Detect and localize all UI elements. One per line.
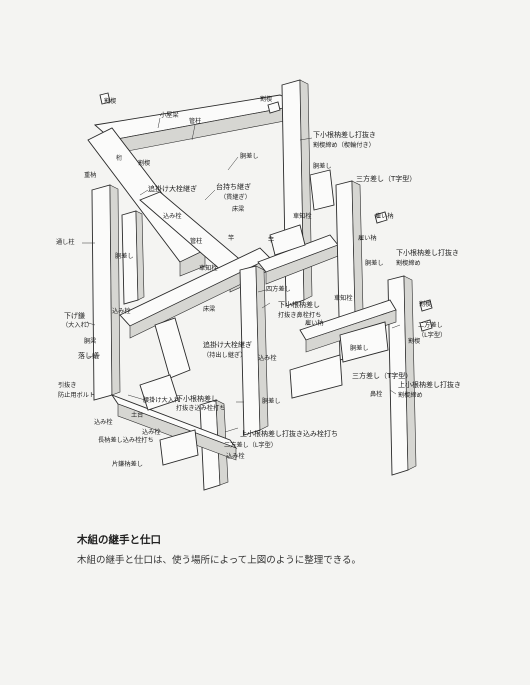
label-peg-6: 込み栓 <box>226 452 245 460</box>
label-stud-1: 管柱 <box>189 117 201 125</box>
label-wedge-4: 割楔 <box>419 300 431 308</box>
label-lower-tenon-3: 下小根枘差し <box>278 300 320 309</box>
label-peg-4: 込み栓 <box>94 418 113 426</box>
label-hanasen: 打抜き鼻栓打ち <box>278 311 321 319</box>
label-girth-6: 胴差し <box>262 397 281 405</box>
label-girth-5: 胴差し <box>350 344 369 352</box>
label-stud-2: 管柱 <box>190 237 202 245</box>
label-roof-beam: 小屋梁 <box>160 111 179 119</box>
caption: 木組の継手と仕口 木組の継手と仕口は、使う場所によって上図のように整理できる。 <box>77 532 497 566</box>
label-shachi-3: 車知栓 <box>334 294 353 302</box>
label-three-way-2: 三方差し（T字型） <box>352 371 412 380</box>
label-nose-peg: 鼻栓 <box>370 390 382 398</box>
label-yatoi-3: 雇い枘 <box>305 319 324 327</box>
joinery-diagram: 割楔 小屋梁 割楔 管柱 下小根枘差し打抜き 割楔締め（楔輪付き） 桁 割楔 胴… <box>56 79 461 491</box>
label-wedge-ring: 割楔締め（楔輪付き） <box>313 141 375 149</box>
label-floor-beam-2: 床梁 <box>203 305 215 313</box>
label-upper-tenon-2: 上小根枘差し打抜き込み栓打ち <box>240 429 338 438</box>
label-otoshiari: 落し蟻 <box>78 351 99 360</box>
label-oikake-2: 追掛け大栓継ぎ <box>203 340 252 349</box>
label-girth-2: 胴差し <box>313 162 332 170</box>
label-koshikake: 腰掛け大入れ <box>143 396 181 404</box>
label-double-tenon: 重枘 <box>84 171 96 179</box>
label-l-shape-1: （L字型） <box>418 331 446 339</box>
label-lower-tenon-2: 下小根枘差し打抜き <box>396 248 459 257</box>
label-ooire: （大入れ） <box>62 321 93 329</box>
caption-body: 木組の継手と仕口は、使う場所によって上図のように整理できる。 <box>77 555 362 566</box>
leader-lines <box>82 117 401 433</box>
label-two-way-2: 二方差し（L字型） <box>224 441 277 449</box>
label-daimochi: 台持ち継ぎ <box>216 182 251 191</box>
label-sagekama: 下げ鎌 <box>64 311 85 320</box>
label-sao-2: 竿 <box>268 236 274 244</box>
label-girder: 桁 <box>116 154 122 162</box>
label-oikake-1: 追掛け大栓継ぎ <box>148 184 197 193</box>
label-sao-1: 竿 <box>228 234 234 242</box>
label-wedge-5: 割楔 <box>408 337 420 345</box>
label-pullout: 引抜き <box>58 381 77 389</box>
label-yatoi-1: 雇い枘 <box>375 212 394 220</box>
label-bolt: 防止用ボルト <box>58 391 95 399</box>
label-wedge-fix-1: 割楔締め <box>396 259 421 267</box>
label-sill: 土台 <box>131 411 143 419</box>
label-girth-3: 胴差し <box>115 252 134 260</box>
label-lower-tenon-4: 下小根枘差し <box>176 394 218 403</box>
label-wedge-2: 割楔 <box>260 95 272 103</box>
label-yatoi-2: 雇い枘 <box>358 234 377 242</box>
label-shachi-1: 車知栓 <box>293 212 312 220</box>
label-peg-5: 込み栓 <box>142 428 161 436</box>
label-wedge-3: 割楔 <box>138 159 150 167</box>
label-girth-4: 胴差し <box>365 259 384 267</box>
label-upper-tenon-1: 上小根枘差し打抜き <box>398 380 461 389</box>
label-shachi-2: 車知栓 <box>199 264 218 272</box>
label-wedge-fix-2: 割楔締め <box>398 391 423 399</box>
caption-title: 木組の継手と仕口 <box>77 534 161 546</box>
label-floor-beam-1: 床梁 <box>232 205 244 213</box>
label-mochidashi: （持出し継ぎ） <box>203 351 246 359</box>
label-wedge-1: 割楔 <box>104 97 116 105</box>
label-three-way-1: 三方差し（T字型） <box>356 174 416 183</box>
label-komisen-uchi: 打抜き込み栓打ち <box>176 404 226 412</box>
label-peg-1: 込み栓 <box>163 212 182 220</box>
label-through-post: 通し柱 <box>56 238 75 246</box>
label-two-way-1: 二方差し <box>418 321 443 329</box>
timber-frame-drawing <box>82 79 433 491</box>
label-nuki: （貫継ぎ） <box>220 193 251 201</box>
label-body-beam: 胴梁 <box>84 337 96 345</box>
label-katakama: 片鎌枘差し <box>112 460 143 468</box>
label-long-tenon: 長枘差し込み栓打ち <box>98 436 154 444</box>
label-peg-2: 込み栓 <box>112 307 131 315</box>
label-peg-3: 込み栓 <box>258 354 277 362</box>
label-lower-tenon-1: 下小根枘差し打抜き <box>313 130 376 139</box>
joint-labels: 割楔 小屋梁 割楔 管柱 下小根枘差し打抜き 割楔締め（楔輪付き） 桁 割楔 胴… <box>56 95 461 468</box>
label-girth-1: 胴差し <box>240 152 259 160</box>
label-four-way: 四方差し <box>266 285 291 293</box>
